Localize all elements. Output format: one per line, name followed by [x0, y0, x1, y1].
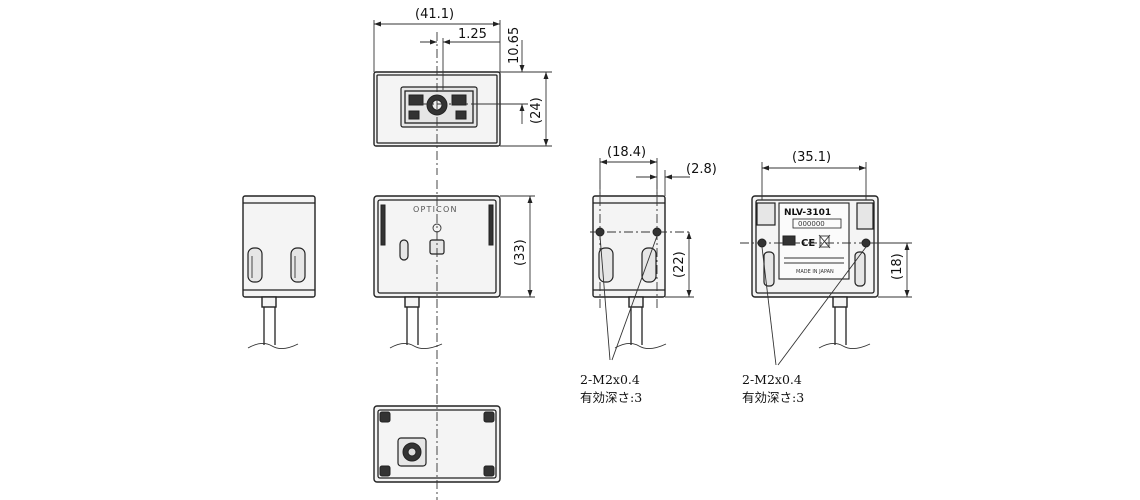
side-thread-slot-right: [641, 247, 657, 283]
front-view-rail-right: [488, 204, 494, 246]
front-view-logo: OPTICON: [413, 205, 458, 214]
dim-top-edge: 10.65: [507, 27, 522, 64]
left-view-cable-gland: [261, 296, 277, 308]
back-view-weee-mark: [819, 235, 830, 248]
side-thread-view: [590, 180, 690, 361]
back-view-corner-right: [856, 202, 874, 230]
bottom-view-screw-bl: [379, 465, 391, 477]
dim-side-offset: (2.8): [686, 162, 717, 177]
side-screw-depth: 有効深さ:3: [580, 390, 642, 405]
back-view-fcc-mark: [782, 235, 796, 246]
left-view-slot-right: [290, 247, 306, 283]
front-view-light-pipe: [399, 239, 409, 261]
bottom-view-screw-br: [483, 465, 495, 477]
back-view-dimensions: (35.1) (18): [761, 150, 912, 298]
side-thread-dimensions: (18.4) (2.8) (22): [599, 145, 717, 298]
top-view-window-frame: [404, 90, 474, 124]
dim-back-height: (18): [890, 253, 905, 280]
back-screw-spec: 2-M2x0.4: [742, 372, 802, 387]
bottom-view: [373, 395, 501, 500]
back-view-corner-left: [756, 202, 776, 226]
front-view-rail-left: [380, 204, 386, 246]
dim-top-height: (24): [529, 97, 544, 124]
bottom-view-screw-tr: [483, 411, 495, 423]
back-screw-depth: 有効深さ:3: [742, 390, 804, 405]
top-view: [373, 32, 501, 175]
front-view: OPTICON: [373, 180, 501, 395]
side-screw-spec: 2-M2x0.4: [580, 372, 640, 387]
back-view-leader-right: [777, 246, 867, 366]
back-view-slot-left: [763, 251, 775, 287]
back-view-ce-mark: CE: [801, 238, 815, 249]
back-view: NLV-3101 000000 CE MADE IN JAPAN: [740, 195, 905, 366]
back-view-made-in: MADE IN JAPAN: [796, 269, 834, 275]
front-view-dimensions: (33): [500, 195, 535, 298]
back-view-leader-left: [761, 246, 777, 366]
top-view-sensor-left: [408, 110, 420, 120]
side-thread-cable-gland: [628, 296, 644, 308]
top-view-dimensions: (41.1) 1.25 (24) 10.65: [373, 7, 552, 147]
dim-back-width: (35.1): [792, 150, 831, 165]
top-view-led-left: [408, 94, 424, 106]
side-thread-leader-left: [599, 235, 611, 361]
dim-side-height: (22): [672, 251, 687, 278]
bottom-view-screw-tl: [379, 411, 391, 423]
side-thread-note: 2-M2x0.4 有効深さ:3: [580, 372, 642, 405]
left-side-view: [242, 195, 316, 349]
back-view-cable-gland: [832, 296, 848, 308]
back-view-slot-right: [854, 251, 866, 287]
side-thread-leader-right: [611, 235, 658, 361]
dim-top-offset: 1.25: [458, 27, 487, 42]
side-thread-slot-left: [598, 247, 614, 283]
left-view-slot-left: [247, 247, 263, 283]
back-view-model: NLV-3101: [784, 208, 831, 218]
left-view-cable-break: [247, 343, 299, 349]
back-view-serial: 000000: [798, 220, 825, 228]
top-view-led-right: [451, 94, 467, 106]
dim-top-width: (41.1): [415, 7, 454, 22]
front-view-cable-gland: [404, 296, 420, 308]
back-view-note: 2-M2x0.4 有効深さ:3: [742, 372, 804, 405]
dim-side-width: (18.4): [607, 145, 646, 160]
top-view-sensor-right: [455, 110, 467, 120]
dim-front-height: (33): [513, 239, 528, 266]
